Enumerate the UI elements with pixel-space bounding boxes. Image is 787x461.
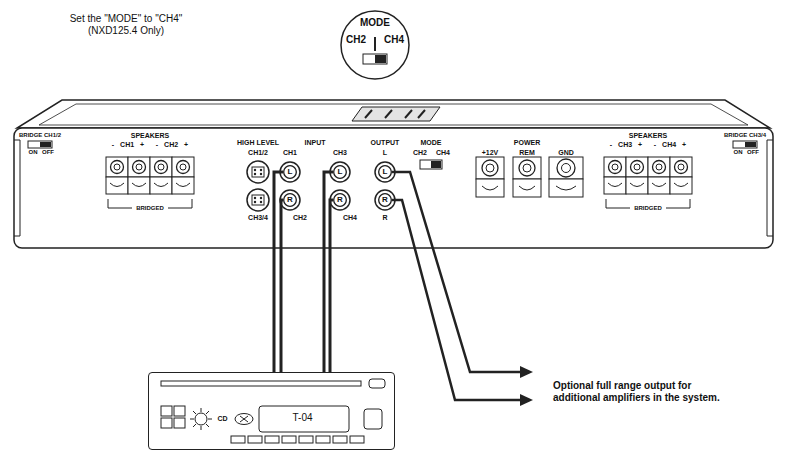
- mode-magnifier-circle: MODE CH2 CH4: [340, 10, 410, 80]
- rca-plug: R: [283, 193, 297, 207]
- panel-label: +12V: [482, 149, 499, 156]
- panel-label: HIGH LEVEL: [237, 139, 279, 146]
- switch-label: CH4: [384, 35, 404, 45]
- switch-label: MODE: [360, 18, 390, 28]
- panel-label: CH3/4: [248, 214, 268, 221]
- panel-label: CH1: [283, 149, 297, 156]
- amplifier-housing: [14, 100, 773, 248]
- audio-cable: [330, 200, 333, 372]
- mode-switch: [420, 160, 442, 169]
- panel-label: BRIDGE CH3/4: [724, 132, 766, 138]
- plug-letter: R: [337, 196, 343, 204]
- rca-plug: L: [283, 165, 297, 179]
- panel-label: CH1/2: [248, 149, 268, 156]
- audio-cable: [324, 172, 333, 372]
- plug-letter: L: [383, 168, 388, 176]
- panel-label: - CH4 +: [654, 141, 686, 148]
- rca-plug: R: [378, 193, 392, 207]
- audio-cable: [274, 172, 283, 372]
- head-unit-text: CD: [217, 414, 227, 421]
- amplifier-panel: BRIDGE CH1/2ON OFF SPEAKERS - CH1 + - CH2 + B…: [10, 95, 780, 253]
- head-unit-text: T-04: [292, 413, 312, 423]
- switch-label: CH2: [346, 35, 366, 45]
- input-jacks: [247, 161, 395, 211]
- audio-cable: [281, 200, 283, 372]
- plug-letter: L: [338, 168, 343, 176]
- panel-label: SPEAKERS: [629, 132, 668, 139]
- instruction-note: Set the "MODE" to "CH4" (NXD125.4 Only): [51, 13, 201, 37]
- panel-label: OFF: [747, 149, 759, 155]
- panel-label: GND: [558, 149, 574, 156]
- panel-label: REM: [519, 149, 535, 156]
- panel-label: BRIDGED: [632, 205, 664, 211]
- panel-label: ON: [734, 149, 743, 155]
- panel-label: OFF: [42, 149, 54, 155]
- panel-label: CH2: [413, 149, 427, 156]
- panel-label: CH4: [436, 149, 450, 156]
- panel-label: POWER: [514, 139, 540, 146]
- plug-letter: R: [287, 196, 293, 204]
- power-terminals: [476, 157, 583, 197]
- panel-label: SPEAKERS: [131, 132, 170, 139]
- panel-label: - CH1 +: [112, 141, 144, 148]
- head-unit: CD T-04: [148, 372, 395, 450]
- panel-label: CH3: [333, 149, 347, 156]
- rca-plug: L: [333, 165, 347, 179]
- plug-letter: R: [382, 196, 388, 204]
- panel-label: BRIDGE CH1/2: [19, 132, 61, 138]
- panel-label: INPUT: [305, 139, 326, 146]
- output-note: Optional full range output for additiona…: [553, 380, 723, 404]
- panel-label: - CH3 +: [610, 141, 642, 148]
- panel-label: MODE: [421, 139, 442, 146]
- panel-label: CH4: [343, 214, 357, 221]
- panel-label: L: [383, 149, 387, 156]
- panel-label: - CH2 +: [156, 141, 188, 148]
- panel-label: OUTPUT: [371, 139, 400, 146]
- head-outline: [149, 373, 396, 451]
- plug-letter: L: [288, 168, 293, 176]
- panel-label: ON: [29, 149, 38, 155]
- rca-plug: L: [378, 165, 392, 179]
- panel-label: CH2: [293, 214, 307, 221]
- rca-plug: R: [333, 193, 347, 207]
- panel-label: BRIDGED: [134, 205, 166, 211]
- output-arrows: [392, 172, 533, 406]
- panel-label: R: [382, 214, 387, 221]
